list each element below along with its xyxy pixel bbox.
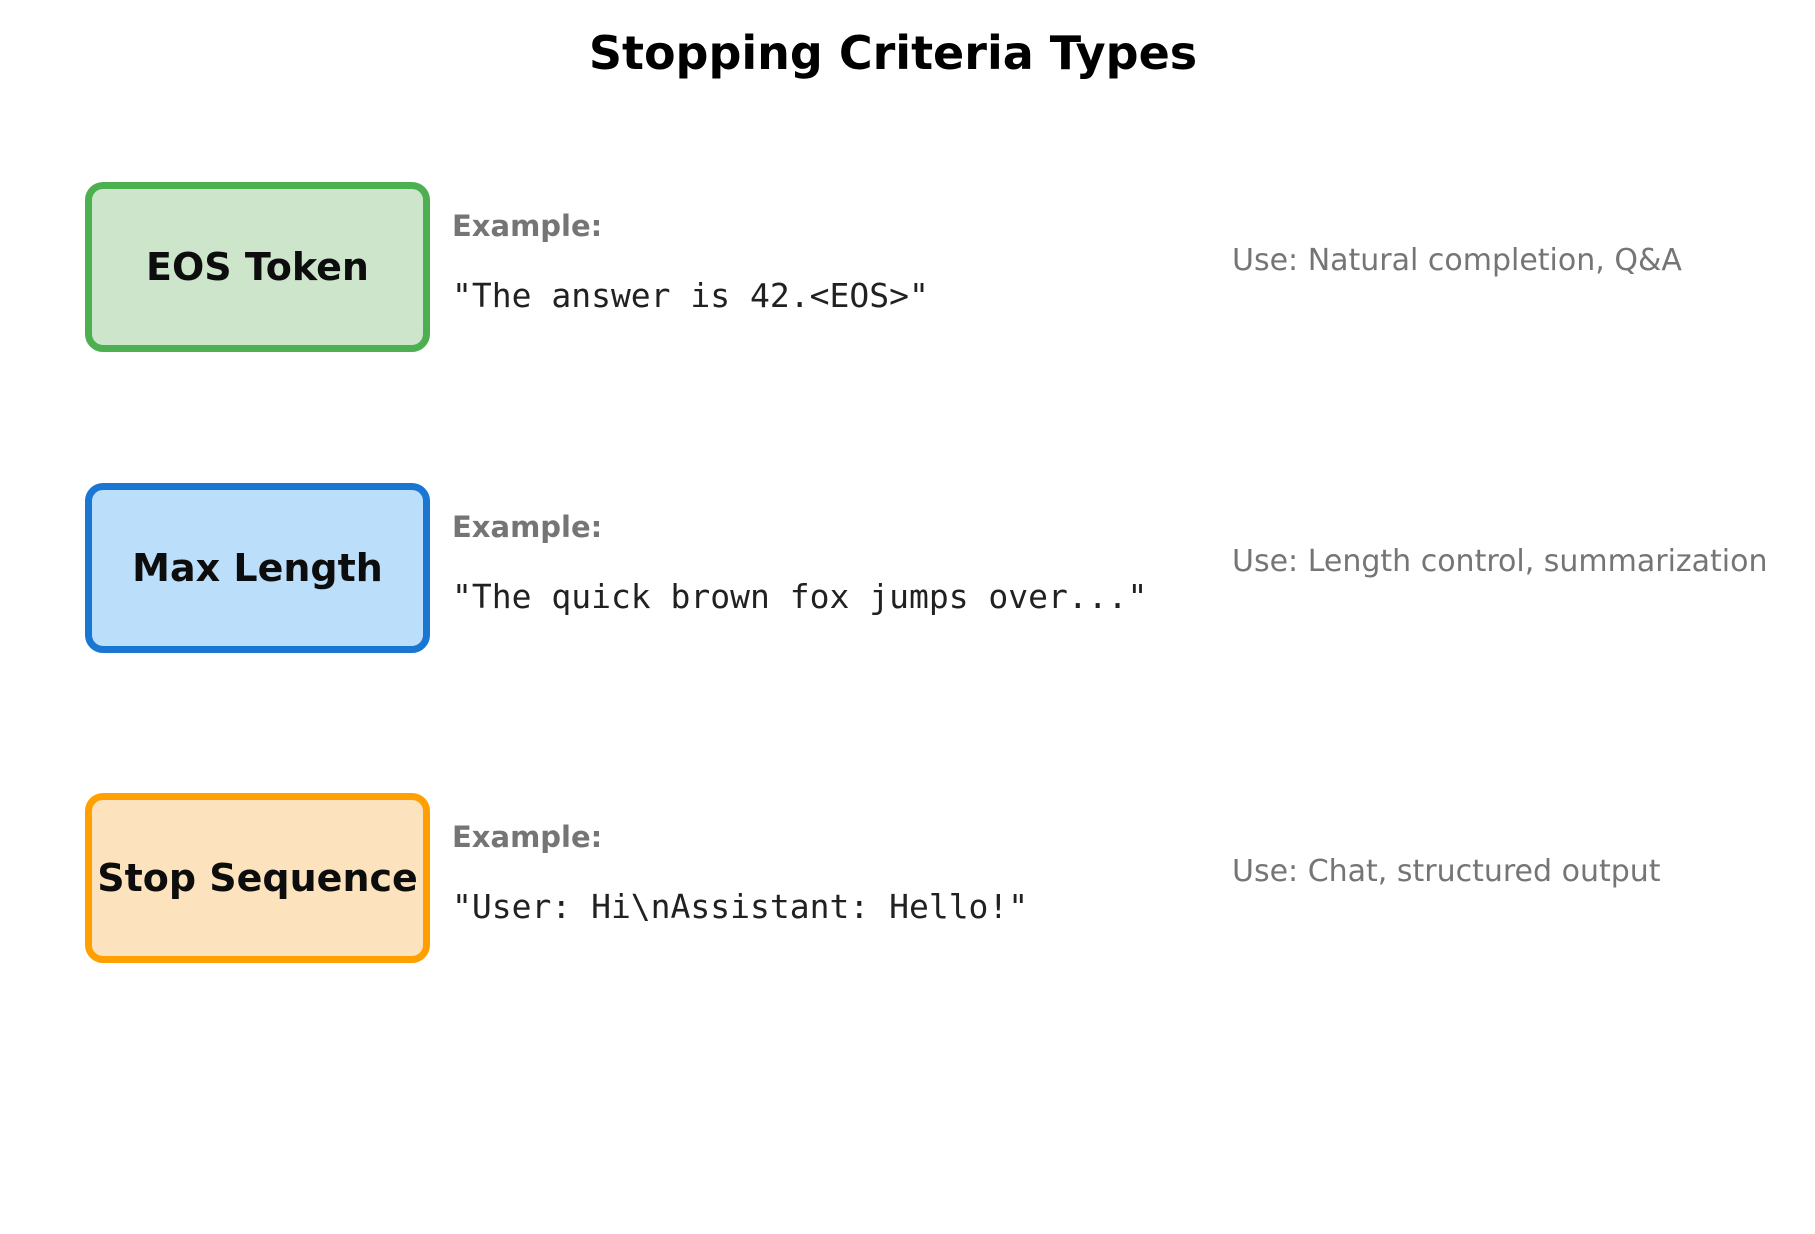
example-heading: Example:	[452, 209, 603, 243]
criteria-box-max-length: Max Length	[85, 483, 430, 653]
use-case-text: Use: Natural completion, Q&A	[1232, 243, 1682, 278]
criteria-box-eos-token: EOS Token	[85, 182, 430, 352]
criteria-box-stop-sequence: Stop Sequence	[85, 793, 430, 963]
example-code-text: "User: Hi\nAssistant: Hello!"	[452, 887, 1029, 926]
criteria-box-label: EOS Token	[146, 245, 369, 289]
example-heading: Example:	[452, 820, 603, 854]
example-code-text: "The answer is 42.<EOS>"	[452, 276, 929, 315]
criteria-row-max-length: Max Length Example: "The quick brown fox…	[0, 483, 1815, 653]
use-case-text: Use: Chat, structured output	[1232, 854, 1661, 889]
use-case-text: Use: Length control, summarization	[1232, 544, 1768, 579]
criteria-row-stop-sequence: Stop Sequence Example: "User: Hi\nAssist…	[0, 793, 1815, 963]
example-code-text: "The quick brown fox jumps over..."	[452, 577, 1148, 616]
criteria-box-label: Max Length	[132, 546, 383, 590]
example-heading: Example:	[452, 510, 603, 544]
criteria-box-label: Stop Sequence	[97, 856, 418, 900]
diagram-title: Stopping Criteria Types	[588, 26, 1198, 80]
criteria-row-eos-token: EOS Token Example: "The answer is 42.<EO…	[0, 182, 1815, 352]
